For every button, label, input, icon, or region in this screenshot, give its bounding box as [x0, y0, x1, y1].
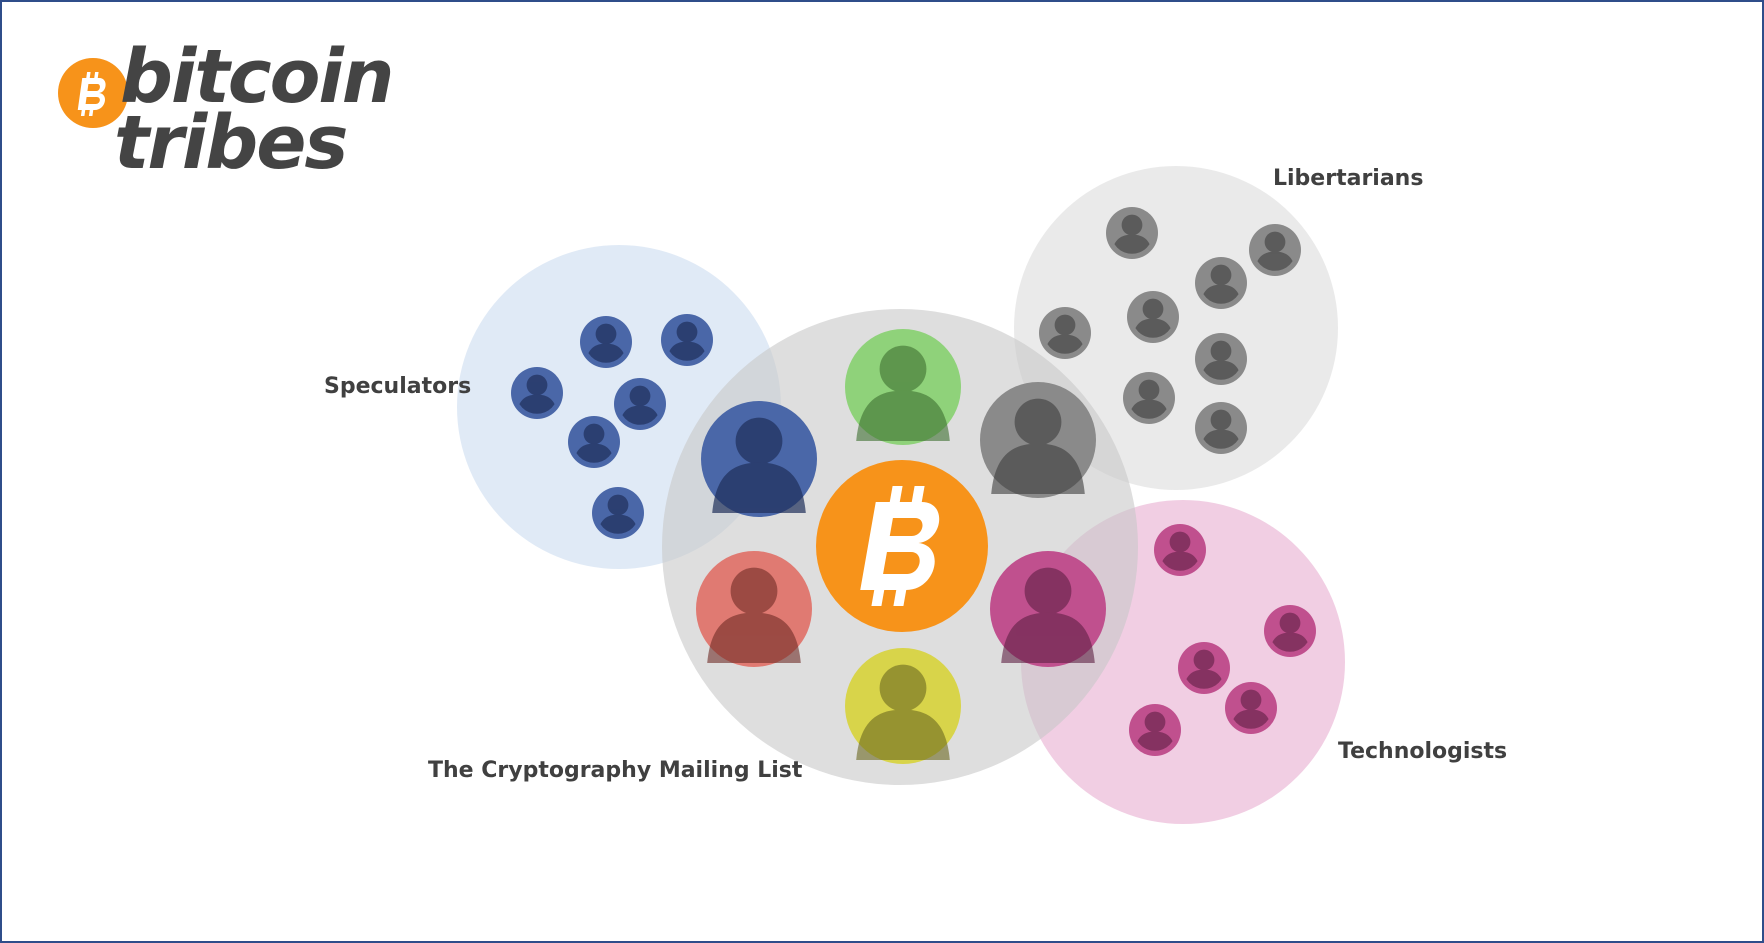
technologist-member [1225, 682, 1277, 734]
libertarian-member [1195, 402, 1247, 454]
speculator-member [511, 367, 563, 419]
libertarian-member [1106, 207, 1158, 259]
technologists-label: Technologists [1338, 739, 1508, 764]
technologist-member [1154, 524, 1206, 576]
speculator-member [568, 416, 620, 468]
technologist-member [1129, 704, 1181, 756]
bitcoin-tribes-logo: bitcoin tribes [58, 40, 398, 200]
bitcoin-icon [77, 72, 106, 116]
technologist-member [1178, 642, 1230, 694]
member-gray [980, 382, 1096, 498]
technologist-member [1264, 605, 1316, 657]
libertarian-member [1039, 307, 1091, 359]
libertarian-member [1123, 372, 1175, 424]
libertarian-member [1127, 291, 1179, 343]
cryptography-label: The Cryptography Mailing List [428, 758, 803, 783]
member-red [696, 551, 812, 667]
member-blue [701, 401, 817, 517]
libertarians-label: Libertarians [1273, 166, 1424, 191]
logo-line2: tribes [114, 100, 348, 186]
logo-text: bitcoin tribes [114, 34, 394, 180]
member-yellow [845, 648, 961, 764]
libertarian-member [1195, 333, 1247, 385]
member-pink [990, 551, 1106, 667]
libertarian-member [1195, 257, 1247, 309]
speculator-member [661, 314, 713, 366]
bitcoin-center [816, 460, 988, 632]
logo-coin [58, 58, 128, 128]
speculators-label: Speculators [324, 374, 472, 399]
bitcoin-icon [860, 486, 940, 606]
member-green [845, 329, 961, 445]
speculator-member [592, 487, 644, 539]
libertarian-member [1249, 224, 1301, 276]
speculator-member [580, 316, 632, 368]
speculator-member [614, 378, 666, 430]
logo-line1: bitcoin [120, 34, 394, 120]
